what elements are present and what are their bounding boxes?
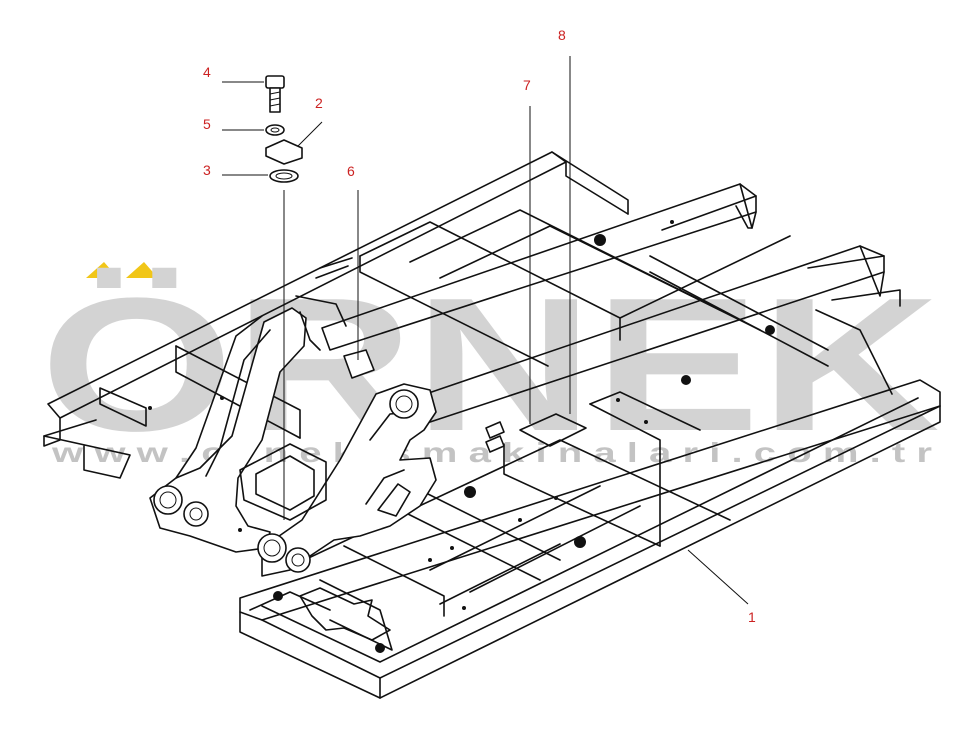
frame-assembly: [43, 75, 941, 699]
watermark: ÖRNEK w w w . o r n e k i s m a k i n a …: [40, 259, 940, 471]
callout-7: 7: [523, 77, 531, 93]
callout-1: 1: [748, 609, 756, 625]
callout-labels: 1 2 3 4 5 6 7 8: [203, 27, 756, 625]
callout-8: 8: [558, 27, 566, 43]
callout-2: 2: [315, 95, 323, 111]
bolt-hardware: [265, 75, 303, 183]
watermark-accent-right: [126, 262, 158, 278]
leader-lines: [222, 56, 749, 605]
callout-3: 3: [203, 162, 211, 178]
callout-5: 5: [203, 116, 211, 132]
callout-6: 6: [347, 163, 355, 179]
watermark-accent-left: [86, 262, 118, 278]
callout-4: 4: [203, 64, 211, 80]
